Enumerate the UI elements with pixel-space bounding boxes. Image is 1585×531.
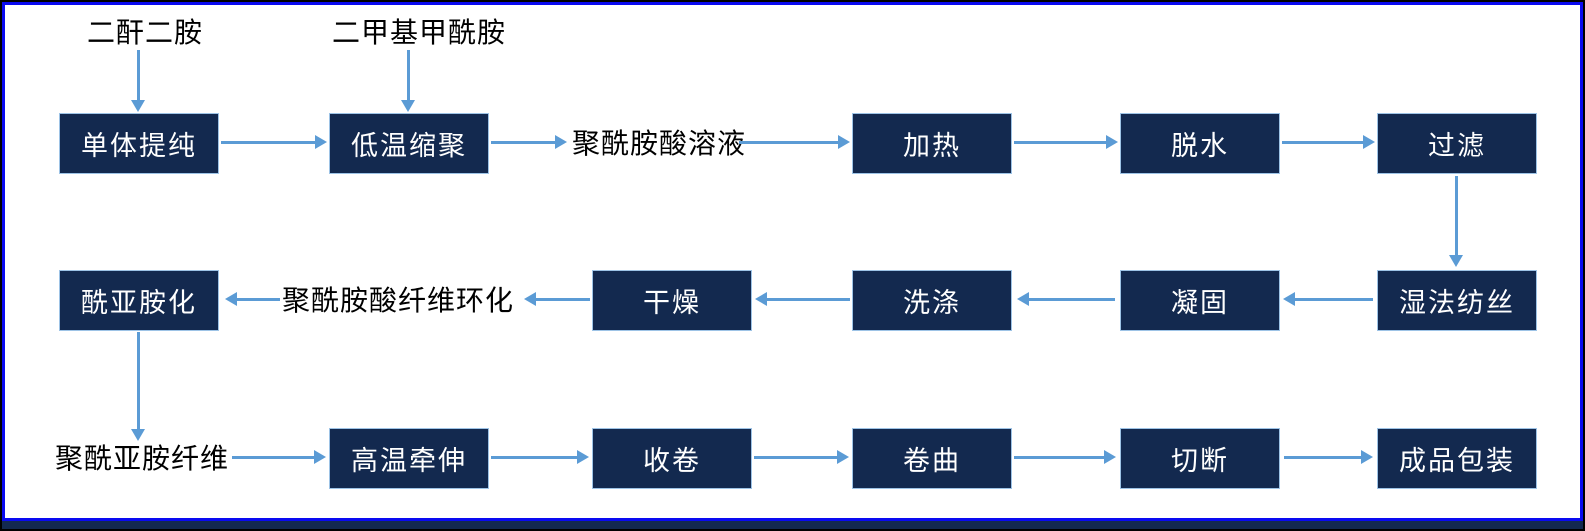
- arrow-right-icon: [1284, 450, 1373, 464]
- step-monomer-purification: 单体提纯: [59, 113, 219, 174]
- label-input-dianhydride-diamine: 二酐二胺: [87, 16, 204, 49]
- step-drying: 干燥: [592, 270, 752, 331]
- step-packaging: 成品包装: [1377, 428, 1537, 489]
- arrow-left-icon: [225, 292, 280, 306]
- label-input-dmf: 二甲基甲酰胺: [332, 16, 507, 49]
- arrow-right-icon: [739, 135, 850, 149]
- arrow-right-icon: [232, 450, 326, 464]
- step-cutting: 切断: [1120, 428, 1280, 489]
- step-filtration: 过滤: [1377, 113, 1537, 174]
- label-polyamic-acid-fiber-cyclization: 聚酰胺酸纤维环化: [282, 284, 515, 317]
- arrow-down-icon: [131, 50, 145, 112]
- bottom-navy-bar: [2, 521, 1583, 529]
- arrow-right-icon: [1282, 135, 1375, 149]
- arrow-left-icon: [1283, 292, 1373, 306]
- label-polyimide-fiber: 聚酰亚胺纤维: [55, 442, 230, 475]
- step-wet-spinning: 湿法纺丝: [1377, 270, 1537, 331]
- arrow-left-icon: [755, 292, 850, 306]
- arrow-left-icon: [1017, 292, 1115, 306]
- step-winding: 收卷: [592, 428, 752, 489]
- step-imidization: 酰亚胺化: [59, 270, 219, 331]
- step-coagulation: 凝固: [1120, 270, 1280, 331]
- arrow-right-icon: [221, 135, 327, 149]
- arrow-right-icon: [754, 450, 849, 464]
- step-heating: 加热: [852, 113, 1012, 174]
- arrow-right-icon: [491, 450, 589, 464]
- step-dehydration: 脱水: [1120, 113, 1280, 174]
- arrow-right-icon: [491, 135, 567, 149]
- step-low-temp-polycondensation: 低温缩聚: [329, 113, 489, 174]
- step-high-temp-drawing: 高温牵伸: [329, 428, 489, 489]
- arrow-down-icon: [131, 332, 145, 441]
- step-washing: 洗涤: [852, 270, 1012, 331]
- step-crimping: 卷曲: [852, 428, 1012, 489]
- arrow-down-icon: [401, 50, 415, 112]
- arrow-down-icon: [1449, 176, 1463, 267]
- blue-frame-border: [2, 2, 1583, 521]
- arrow-left-icon: [524, 292, 590, 306]
- arrow-right-icon: [1014, 450, 1116, 464]
- label-polyamic-acid-solution: 聚酰胺酸溶液: [572, 127, 747, 160]
- arrow-right-icon: [1014, 135, 1118, 149]
